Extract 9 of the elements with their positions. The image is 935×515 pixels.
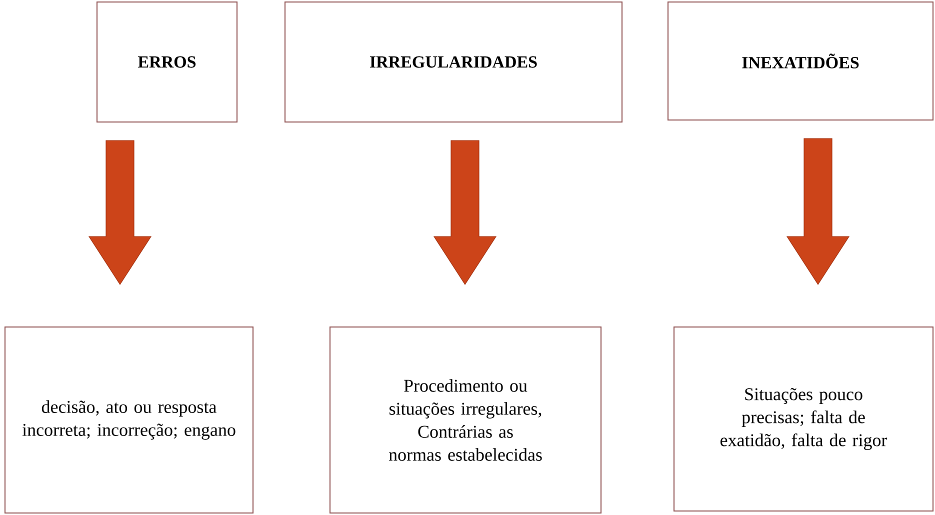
heading-box: IRREGULARIDADES (284, 2, 622, 122)
block-arrow (786, 138, 850, 286)
text-box: decisão, ato ou resposta incorreta; incorreção; engano (4, 326, 254, 514)
block-arrow (433, 140, 497, 286)
heading-box: ERROS (96, 2, 238, 122)
heading-box: INEXATIDÕES (668, 2, 934, 120)
text-box: Procedimento ou situações irregulares, Contrárias as normas estabelecidas (330, 326, 602, 514)
block-arrow (88, 140, 152, 286)
text-box: Situações pouco precisas; falta de exatidão, falta de rigor (674, 326, 934, 512)
